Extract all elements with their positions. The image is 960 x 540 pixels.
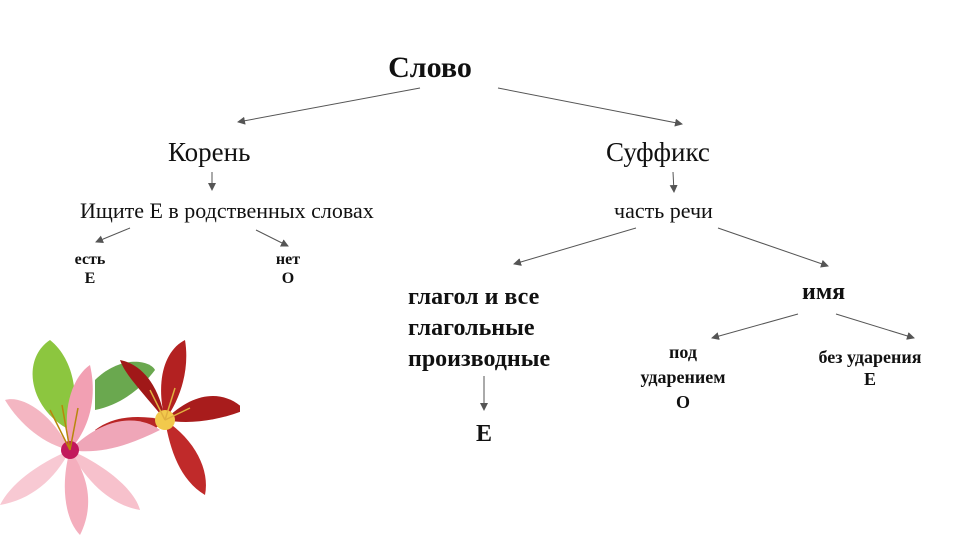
no-letter: О (281, 270, 295, 288)
arrow-root-to-suffix (497, 87, 683, 127)
arrow-noun-to-unstressed (835, 313, 915, 340)
unstressed-letter: Е (863, 369, 876, 389)
node-root-rule: Ищите Е в родственных словах (80, 198, 374, 223)
verb-line-1: глагол и все (408, 284, 540, 310)
node-suffix: Суффикс (606, 137, 710, 167)
verb-line-2: глагольные (408, 315, 535, 341)
verb-line-3: производные (408, 346, 551, 372)
lily-flowers-icon (0, 340, 240, 535)
node-noun: имя (802, 279, 846, 305)
arrow-part-of-speech-to-verb (513, 227, 637, 266)
arrow-root-to-root-node (237, 87, 421, 125)
node-stressed: под ударением О (616, 340, 750, 415)
node-unstressed: без ударения Е (802, 346, 938, 390)
node-part-of-speech: часть речи (614, 198, 713, 223)
yes-label: есть (74, 251, 106, 268)
unstressed-line-1: без ударения (818, 347, 922, 367)
node-root-yes: есть Е (64, 250, 116, 288)
arrow-rule-to-yes (95, 227, 131, 244)
node-root-morpheme: Корень (168, 137, 251, 167)
node-root-no: нет О (266, 250, 310, 288)
arrow-noun-to-stressed (711, 313, 799, 340)
arrow-part-of-speech-to-noun (717, 227, 829, 268)
arrow-rule-to-no (255, 229, 289, 247)
node-verb: глагол и все глагольные производные (408, 282, 550, 375)
stressed-line-1: под (669, 342, 697, 362)
yes-letter: Е (84, 270, 96, 288)
stressed-letter: О (675, 392, 690, 412)
arrow-suffix-to-part-of-speech (669, 171, 678, 193)
no-label: нет (275, 251, 301, 268)
node-root: Слово (388, 51, 472, 84)
stressed-line-2: ударением (640, 367, 726, 387)
node-verb-result: Е (476, 421, 493, 447)
